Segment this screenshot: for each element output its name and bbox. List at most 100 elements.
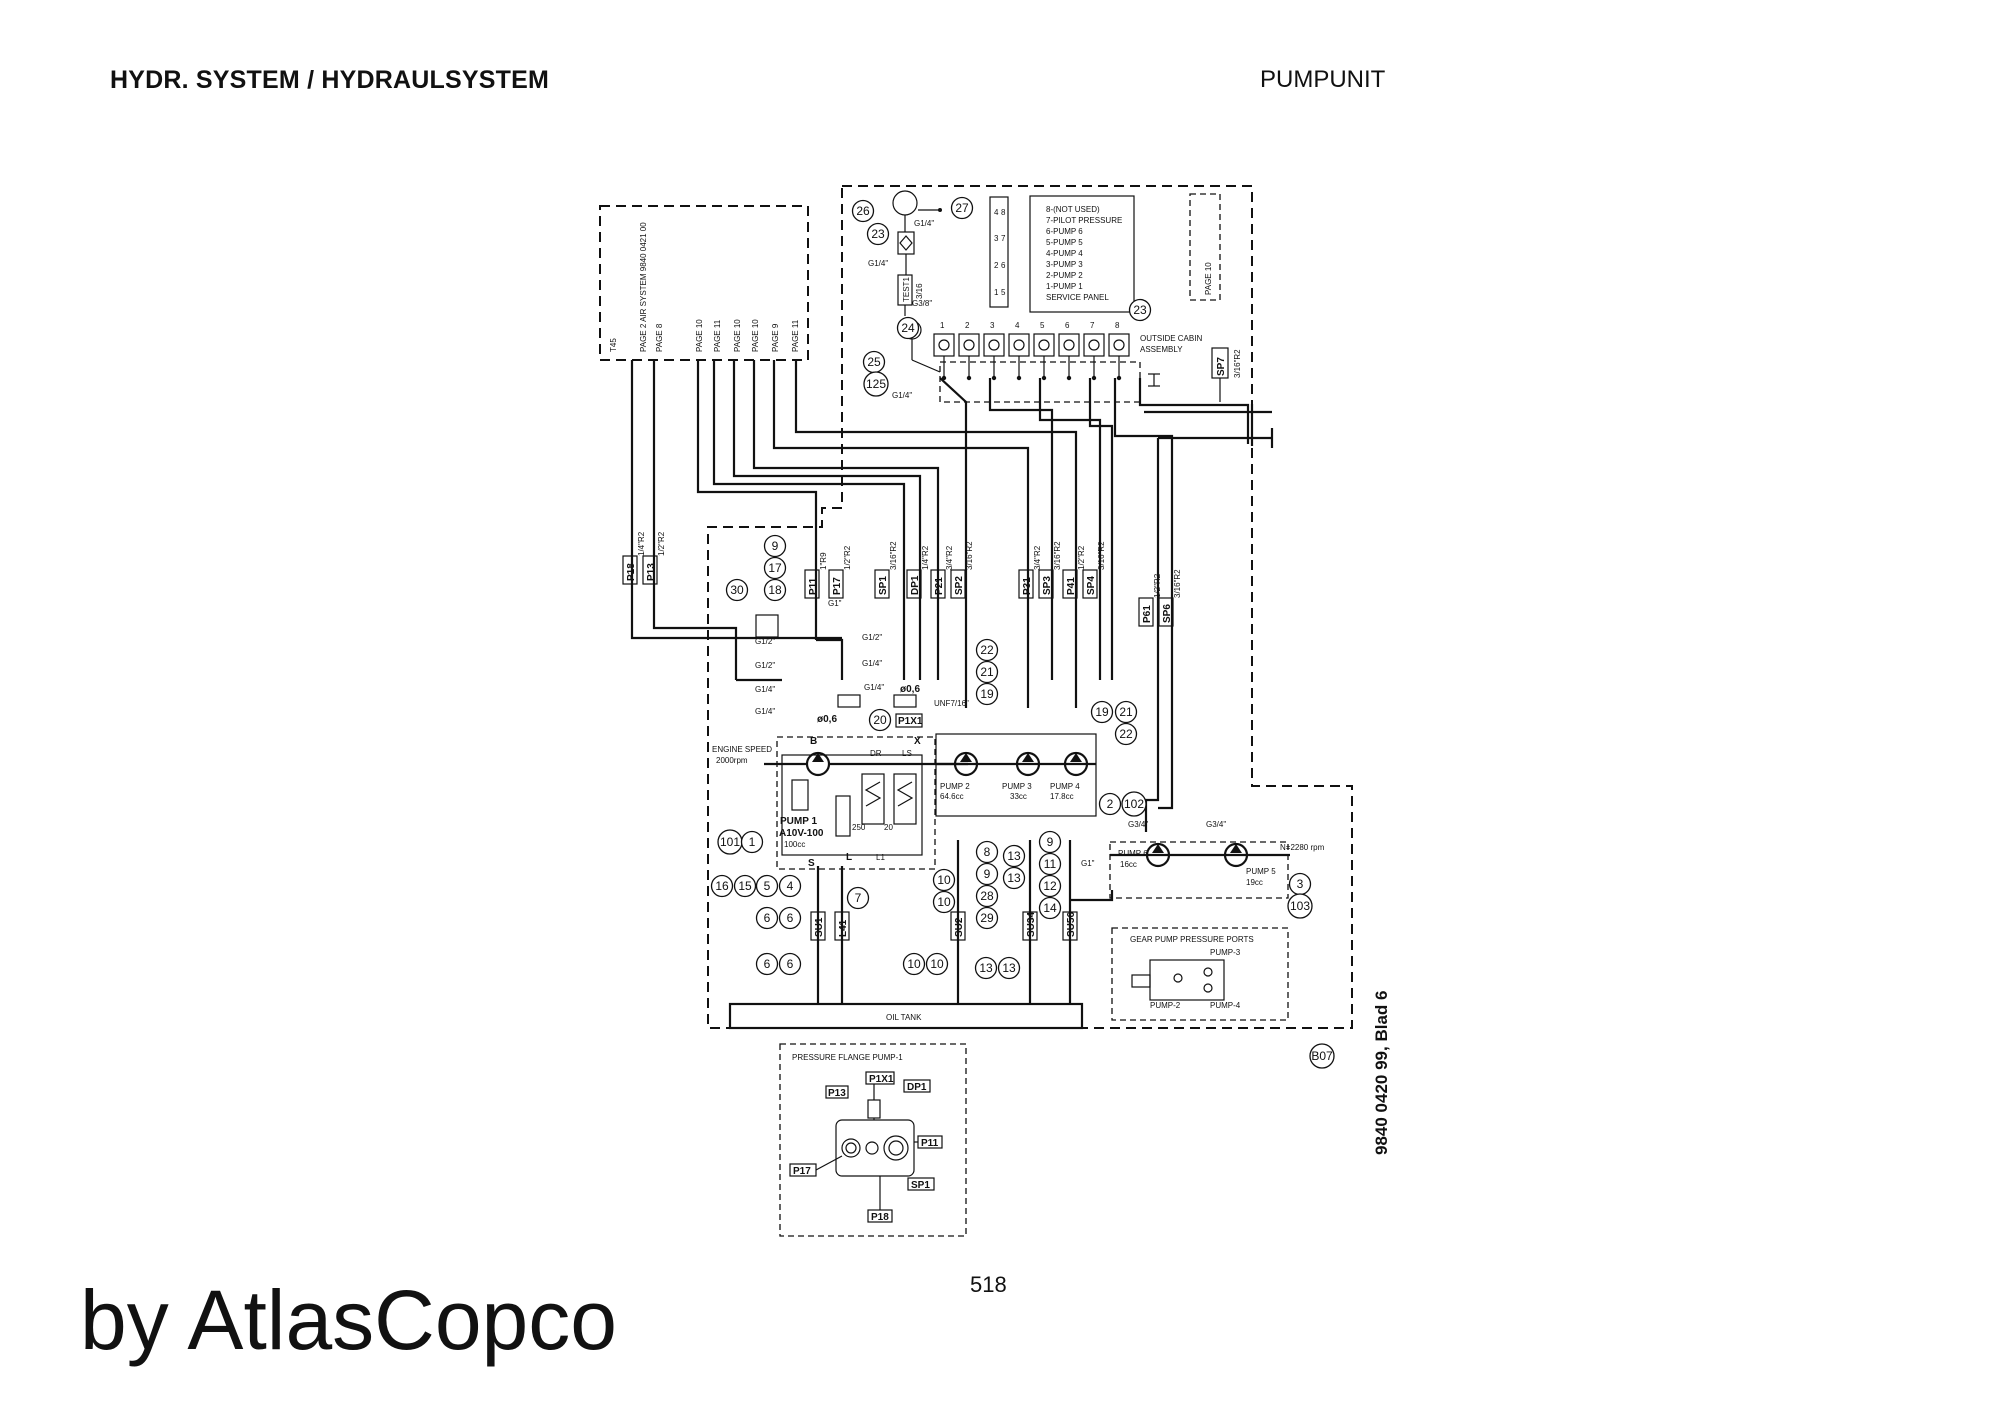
- callout-number: 5: [764, 879, 771, 893]
- connector-block: [989, 196, 1009, 308]
- air-system-labels: T45 PAGE 2 AIR SYSTEM 9840 0421 00 PAGE …: [609, 222, 800, 352]
- pump1-port-s: S: [808, 858, 815, 869]
- callout-number: 14: [1043, 901, 1057, 915]
- svg-text:6: 6: [1001, 261, 1006, 270]
- air-label: PAGE 10: [751, 319, 760, 352]
- pump5-name: PUMP 5: [1246, 867, 1276, 876]
- svg-text:1: 1: [994, 288, 999, 297]
- junction-dot: [991, 375, 997, 381]
- legend-line: 3-PUMP 3: [1046, 260, 1083, 269]
- page-number: 518: [970, 1272, 1007, 1297]
- service-port-valve: [938, 339, 950, 351]
- svg-text:4: 4: [994, 208, 999, 217]
- hose-size: 3/16"R2: [1097, 541, 1106, 570]
- hose-size: 3/16"R2: [889, 541, 898, 570]
- junction-dot: [941, 375, 947, 381]
- callout-number: 9: [1047, 835, 1054, 849]
- svg-text:2: 2: [994, 261, 999, 270]
- service-port: [1008, 333, 1030, 357]
- junction-dot: [1091, 375, 1097, 381]
- hose-tag-box: [1138, 597, 1154, 627]
- callout-number: 17: [768, 561, 782, 575]
- hose-size: 3/16"R2: [1173, 569, 1182, 598]
- callout-number: 10: [907, 957, 921, 971]
- sp7-size: 3/16"R2: [1233, 349, 1242, 378]
- gear-port-pump2: PUMP-2: [1150, 1001, 1181, 1010]
- hose-tag: SP1: [878, 576, 889, 595]
- pump1-ls: LS: [902, 749, 912, 758]
- service-port-valve: [988, 339, 1000, 351]
- page10-ref-box: [1189, 193, 1221, 301]
- legend-line: 5-PUMP 5: [1046, 238, 1083, 247]
- port-number: 3: [990, 321, 995, 330]
- gear-port-pump4: PUMP-4: [1210, 1001, 1241, 1010]
- callout-circle: [733, 874, 757, 898]
- callout-circle: [1114, 700, 1138, 724]
- hose-tag-box: [1038, 569, 1054, 599]
- air-label: PAGE 11: [791, 319, 800, 352]
- callout-number: 19: [980, 687, 994, 701]
- service-port: [1058, 333, 1080, 357]
- hose-tag-box: [1082, 569, 1098, 599]
- callout-circle: [1090, 700, 1114, 724]
- hose-size: 1/4"R2: [921, 545, 930, 570]
- callout-number: 22: [980, 643, 994, 657]
- callout-number: 9: [984, 867, 991, 881]
- callout-circle: [932, 890, 956, 914]
- gear-ports-title: GEAR PUMP PRESSURE PORTS: [1130, 935, 1254, 944]
- callout-number: 13: [979, 961, 993, 975]
- callout-number: 27: [955, 201, 969, 215]
- callout-circle: [863, 371, 889, 397]
- callout-number: 3: [1297, 877, 1304, 891]
- port-number: 2: [965, 321, 970, 330]
- pump5-disp: 19cc: [1246, 878, 1263, 887]
- callout-number: 9: [772, 539, 779, 553]
- port-number: 1: [940, 321, 945, 330]
- pump1-disp: 100cc: [784, 840, 805, 849]
- unf-label: UNF7/16": [934, 699, 969, 708]
- g14-label: G1/4": [755, 685, 775, 694]
- callout-number: 6: [764, 911, 771, 925]
- hose-tag: P18: [626, 563, 637, 581]
- callout-circle: [975, 840, 999, 864]
- callout-circle: [1038, 874, 1062, 898]
- callout-circle: [1002, 866, 1026, 890]
- hose-tag-box: [930, 569, 946, 599]
- orifice-block: [837, 694, 861, 708]
- suction-tag-box: [1022, 911, 1038, 941]
- pump6-name: PUMP 6: [1118, 849, 1148, 858]
- hose-tag: P41: [1066, 577, 1077, 595]
- hose-tag-box: [622, 555, 638, 585]
- page-title-left: HYDR. SYSTEM / HYDRAULSYSTEM: [110, 66, 549, 94]
- filter-box: [755, 614, 779, 638]
- legend-line: 2-PUMP 2: [1046, 271, 1083, 280]
- callout-circle: [740, 830, 764, 854]
- callout-circle: [755, 874, 779, 898]
- service-port-valve: [1113, 339, 1125, 351]
- callout-circle: [975, 906, 999, 930]
- hose-tag-box: [1062, 569, 1078, 599]
- callout-number: 10: [937, 873, 951, 887]
- service-port: [958, 333, 980, 357]
- callout-circle: [975, 638, 999, 662]
- callout-number: 2: [1107, 797, 1114, 811]
- callout-circle: [902, 952, 926, 976]
- callout-number: 21: [980, 665, 994, 679]
- port-number: 4: [1015, 321, 1020, 330]
- hose-tag: SP2: [954, 576, 965, 595]
- service-port: [983, 333, 1005, 357]
- pump3-disp: 33cc: [1010, 792, 1027, 801]
- callout-circle: [1114, 722, 1138, 746]
- pump1-dr: DR: [870, 749, 882, 758]
- suction-tag: L41: [838, 919, 849, 937]
- g34-label: G3/4": [1206, 820, 1226, 829]
- air-label: PAGE 2 AIR SYSTEM 9840 0421 00: [639, 222, 648, 352]
- service-panel: 8-(NOT USED) 7-PILOT PRESSURE 6-PUMP 6 5…: [868, 190, 1242, 402]
- callout-circle: [1038, 852, 1062, 876]
- port-number: 5: [1040, 321, 1045, 330]
- hose-tag-box: [874, 569, 890, 599]
- hose-size: 3/4"R2: [945, 545, 954, 570]
- callout-circle: [763, 578, 787, 602]
- legend-line: 1-PUMP 1: [1046, 282, 1083, 291]
- pump1-model: A10V-100: [779, 828, 824, 839]
